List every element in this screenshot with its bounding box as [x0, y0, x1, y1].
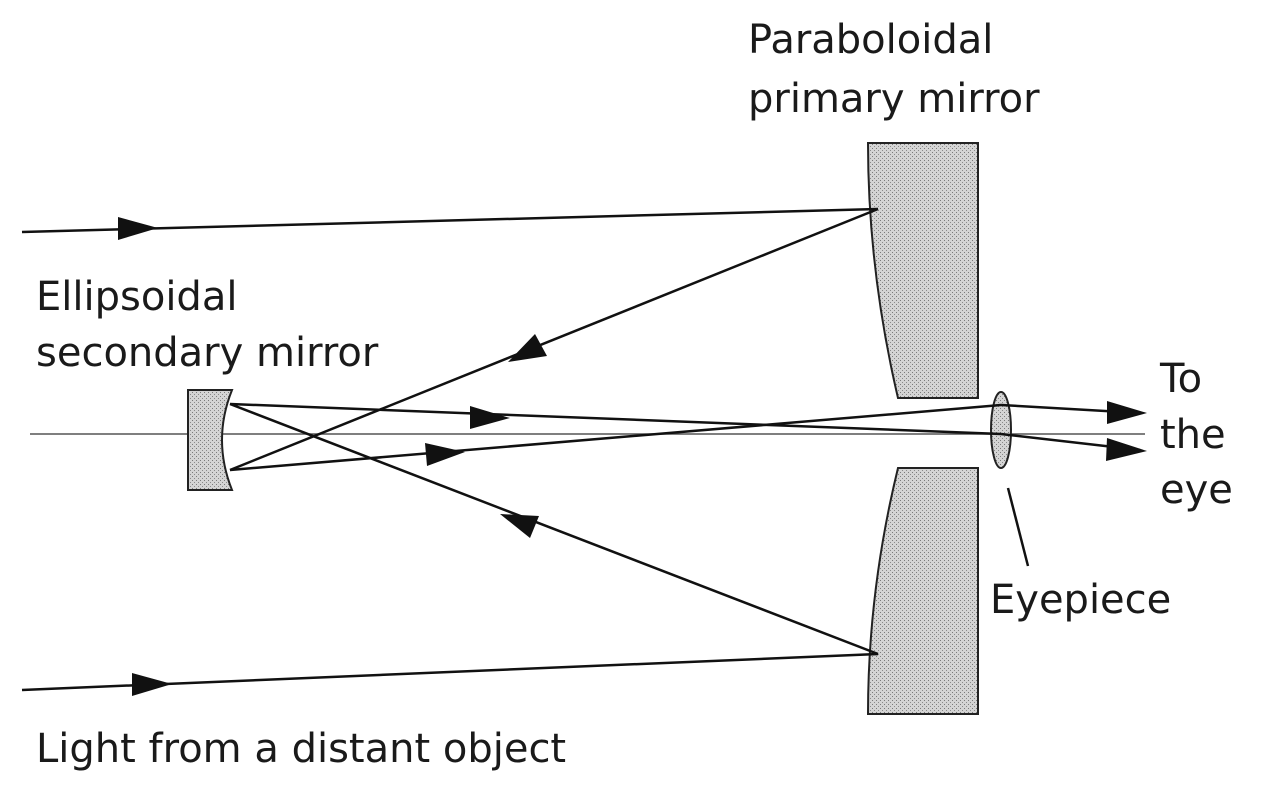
primary-mirror-label-line1: Paraboloidal	[748, 17, 993, 63]
to-eye-label-line1: To	[1159, 356, 1202, 402]
arrowhead-reflected-lower	[500, 514, 539, 538]
arrowhead-to-eyepiece-a	[470, 406, 510, 429]
reflected-ray-upper	[229, 207, 879, 472]
light-source-label: Light from a distant object	[36, 726, 566, 772]
eyepiece-leader-line	[1006, 487, 1030, 567]
arrowhead-to-eyepiece-b	[425, 443, 465, 466]
arrowhead-reflected-upper	[508, 334, 547, 362]
primary-mirror-label-line2: primary mirror	[748, 76, 1040, 122]
arrowhead-incoming-upper	[118, 217, 158, 240]
ray-to-eyepiece-a	[229, 402, 1002, 436]
arrowhead-incoming-lower	[132, 673, 172, 696]
to-eye-label-line2: the	[1160, 412, 1226, 458]
secondary-mirror-label-line2: secondary mirror	[36, 330, 379, 376]
secondary-mirror-label-line1: Ellipsoidal	[36, 274, 237, 320]
primary-mirror-upper	[866, 142, 979, 399]
eyepiece-lens	[990, 391, 1012, 469]
primary-mirror-lower	[866, 467, 979, 715]
to-eye-label-line3: eye	[1160, 467, 1233, 513]
arrowhead-exit-upper	[1107, 401, 1147, 424]
arrowhead-exit-lower	[1106, 438, 1147, 461]
reflected-ray-lower	[229, 402, 879, 656]
secondary-mirror	[187, 389, 234, 491]
incoming-ray-upper	[21, 207, 879, 234]
eyepiece-label: Eyepiece	[990, 577, 1171, 623]
ray-to-eyepiece-b	[229, 403, 1002, 472]
